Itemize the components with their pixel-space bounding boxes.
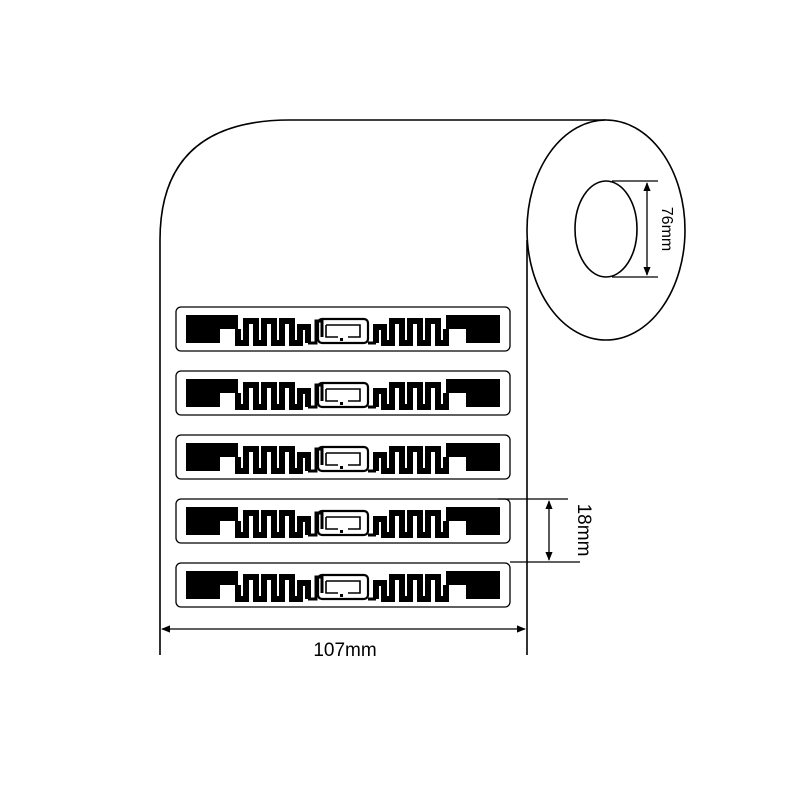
inlay-label <box>176 371 510 415</box>
core-hole <box>574 180 638 278</box>
core-diameter-label: 76mm <box>658 207 675 251</box>
roll-width-label: 107mm <box>313 640 376 661</box>
roll-outline <box>159 119 606 655</box>
inlay-label <box>176 563 510 607</box>
inlay-label <box>176 499 510 543</box>
inlay-label <box>176 435 510 479</box>
label-height-label: 18mm <box>573 504 594 557</box>
inlay-label <box>176 307 510 351</box>
